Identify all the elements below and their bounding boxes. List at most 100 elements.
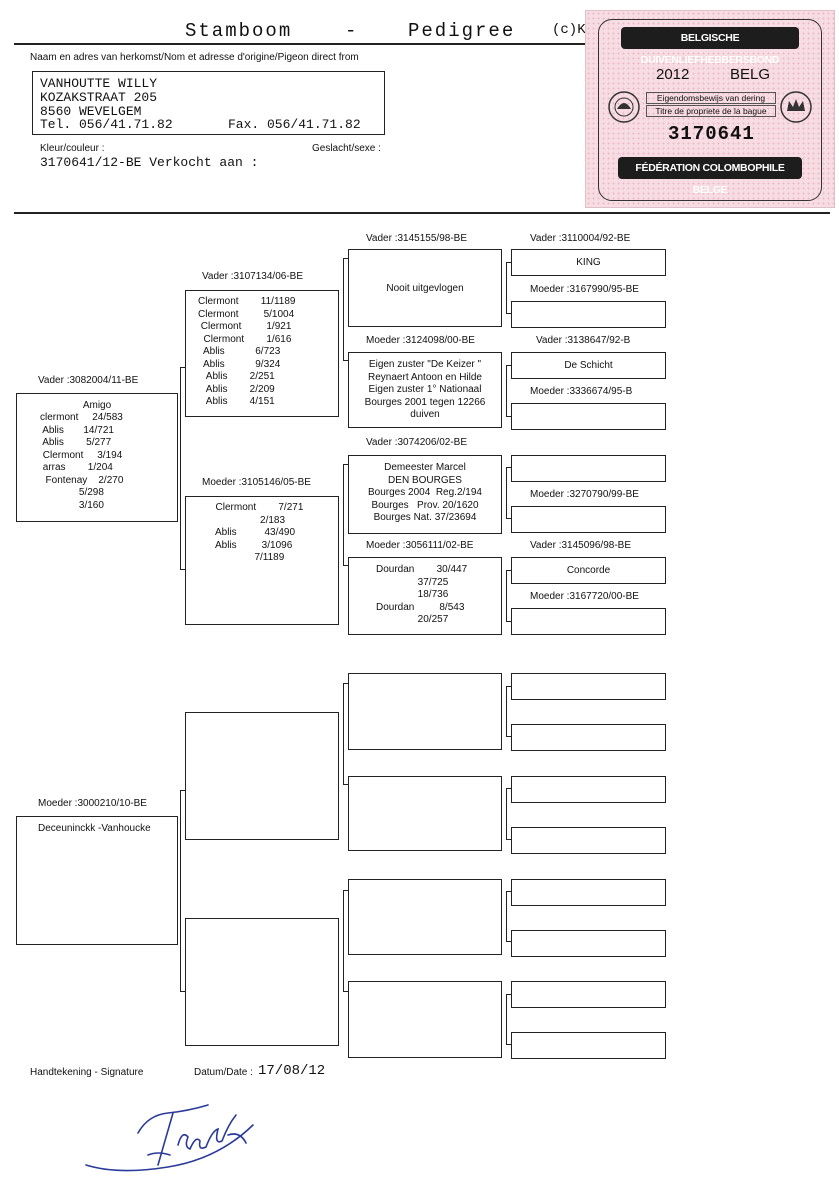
header-title-left: Stamboom <box>185 20 293 42</box>
origin-street: KOZAKSTRAAT 205 <box>40 90 158 105</box>
ss-dam-label: Moeder :3124098/00-BE <box>366 335 475 346</box>
g4-d7-box <box>511 981 666 1008</box>
sire-dam-label: Moeder :3105146/05-BE <box>202 477 311 488</box>
header-copyright: (c)K <box>552 22 586 38</box>
g4-r1-text: KING <box>576 257 601 268</box>
g4-r2-box <box>511 301 666 328</box>
date-label: Datum/Date : <box>194 1067 253 1078</box>
dam-box <box>16 816 178 945</box>
sire-dam-box <box>185 496 339 625</box>
origin-name: VANHOUTTE WILLY <box>40 76 158 91</box>
dd-sire-bracket <box>506 891 511 942</box>
sire-dam-bracket <box>343 464 348 566</box>
g4-r3-box <box>511 352 666 379</box>
ds-sire-box <box>348 673 502 750</box>
g4-d5-box <box>511 879 666 906</box>
g4-r3-label: Vader :3138647/92-B <box>536 335 631 346</box>
g4-d1-box <box>511 673 666 700</box>
header-dash: - <box>345 20 357 42</box>
card-deed-fr: Titre de propriete de la bague <box>646 105 776 117</box>
dam-name: Deceuninckk -Vanhoucke <box>38 823 151 834</box>
dam-bracket <box>180 790 185 992</box>
ds-dam-bracket <box>506 788 511 840</box>
g4-r7-box <box>511 557 666 584</box>
sd-sire-box <box>348 455 502 534</box>
g4-r5-box <box>511 455 666 482</box>
card-number: 3170641 <box>668 123 755 145</box>
sex-label: Geslacht/sexe : <box>312 143 381 154</box>
dd-dam-bracket <box>506 994 511 1045</box>
g4-r4-label: Moeder :3336674/95-B <box>530 386 633 397</box>
sd-sire-text: Demeester Marcel DEN BOURGES Bourges 200… <box>368 462 482 523</box>
signature-label: Handtekening - Signature <box>30 1067 144 1078</box>
sd-dam-label: Moeder :3056111/02-BE <box>366 540 474 551</box>
g4-r4-box <box>511 403 666 430</box>
g4-d6-box <box>511 930 666 957</box>
card-crown-emblem-icon <box>778 89 814 130</box>
dam-sire-bracket <box>343 683 348 785</box>
sire-name: Amigo <box>82 400 112 411</box>
ss-sire-text: Nooit uitgevlogen <box>386 283 464 294</box>
card-deed-nl: Eigendomsbewijs van dering <box>646 92 776 104</box>
g4-r6-label: Moeder :3270790/99-BE <box>530 489 639 500</box>
handwritten-signature <box>78 1085 278 1185</box>
g4-r7-label: Vader :3145096/98-BE <box>530 540 632 551</box>
card-frame <box>598 19 822 201</box>
ds-sire-bracket <box>506 686 511 737</box>
g4-r1-label: Vader :3110004/92-BE <box>530 233 631 244</box>
sd-sire-label: Vader :3074206/02-BE <box>366 437 468 448</box>
card-lion-emblem-icon <box>606 89 642 130</box>
ss-sire-bracket <box>506 262 511 314</box>
sd-dam-bracket <box>506 570 511 622</box>
sd-sire-bracket <box>506 467 511 519</box>
origin-label: Naam en adres van herkomst/Nom et adress… <box>30 52 359 63</box>
g4-r8-label: Moeder :3167720/00-BE <box>530 591 639 602</box>
card-bottom-banner: FÉDÉRATION COLOMBOPHILE BELGE <box>618 157 802 196</box>
origin-fax: Fax. 056/41.71.82 <box>228 117 361 132</box>
g4-r7-text: Concorde <box>566 565 611 576</box>
card-year: 2012 <box>656 66 690 83</box>
sire-label: Vader :3082004/11-BE <box>38 375 139 386</box>
g4-d3-box <box>511 776 666 803</box>
sire-results: clermont 24/583 Ablis 14/721 Ablis 5/277… <box>40 412 124 511</box>
g4-d2-box <box>511 724 666 751</box>
dd-dam-box <box>348 981 502 1058</box>
ss-dam-bracket <box>506 365 511 417</box>
origin-tel: Tel. 056/41.71.82 <box>40 117 173 132</box>
g4-r2-label: Moeder :3167990/95-BE <box>530 284 639 295</box>
color-label: Kleur/couleur : <box>40 143 105 154</box>
ss-sire-label: Vader :3145155/98-BE <box>366 233 468 244</box>
pigeon-line: 3170641/12-BE Verkocht aan : <box>40 155 259 170</box>
ss-dam-box <box>348 352 502 428</box>
ds-dam-box <box>348 776 502 851</box>
ss-dam-text: Eigen zuster "De Keizer " Reynaert Antoo… <box>364 359 486 420</box>
sire-sire-results: Clermont 11/1189 Clermont 5/1004 Clermon… <box>198 296 296 407</box>
ss-sire-box <box>348 249 502 327</box>
dam-dam-bracket <box>343 890 348 992</box>
origin-city: 8560 WEVELGEM <box>40 104 142 119</box>
section-rule <box>14 212 830 214</box>
dam-label: Moeder :3000210/10-BE <box>38 798 147 809</box>
dd-sire-box <box>348 879 502 955</box>
sire-sire-bracket <box>343 258 348 361</box>
sd-dam-text: Dourdan 30/447 37/725 18/736 Dourdan 8/5… <box>376 564 468 625</box>
sd-dam-box <box>348 557 502 635</box>
sire-dam-results: Clermont 7/271 2/183 Ablis 43/490 Ablis … <box>215 502 304 563</box>
g4-d8-box <box>511 1032 666 1059</box>
date-value: 17/08/12 <box>258 1063 326 1079</box>
origin-box <box>32 71 385 135</box>
g4-r8-box <box>511 608 666 635</box>
ring-certificate: BELGISCHE DUIVENLIEFHEBBERSBOND 2012 BEL… <box>585 10 835 208</box>
g4-r3-text: De Schicht <box>564 360 613 371</box>
sire-box <box>16 393 178 522</box>
dam-dam-box <box>185 918 339 1046</box>
sire-bracket <box>180 367 185 570</box>
header-rule <box>14 43 594 45</box>
sire-sire-box <box>185 290 339 417</box>
g4-r6-box <box>511 506 666 533</box>
sire-sire-label: Vader :3107134/06-BE <box>202 271 304 282</box>
g4-r1-box <box>511 249 666 276</box>
dam-sire-box <box>185 712 339 840</box>
card-top-banner: BELGISCHE DUIVENLIEFHEBBERSBOND <box>621 27 799 66</box>
g4-d4-box <box>511 827 666 854</box>
